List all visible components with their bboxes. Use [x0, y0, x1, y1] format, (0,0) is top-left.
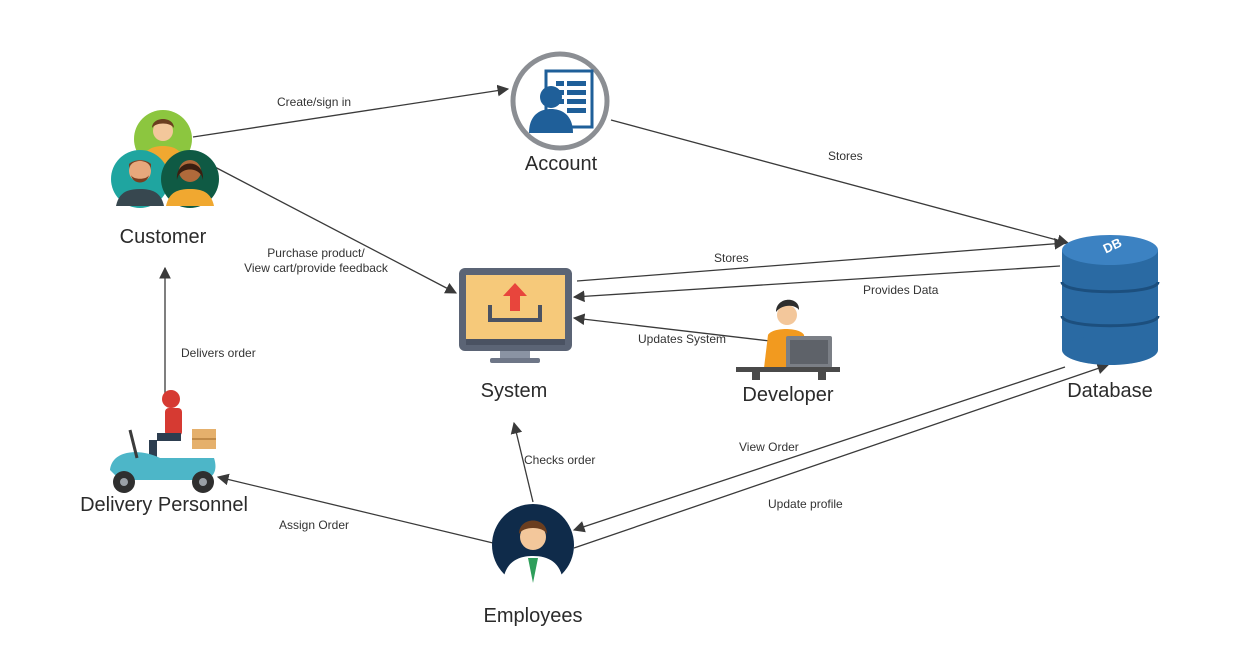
edge-label-purchase-line2: View cart/provide feedback [244, 261, 388, 275]
edge-updates-system [572, 313, 771, 342]
customer-node [111, 110, 219, 208]
edges [159, 84, 1110, 549]
employee-avatar-icon [492, 504, 574, 587]
edge-label-delivers-order: Delivers order [181, 346, 256, 360]
customer-group-icon [111, 110, 219, 208]
edge-account-stores [610, 119, 1070, 246]
edge-label-account-stores: Stores [828, 149, 863, 163]
database-cylinder-icon: DB [1060, 235, 1160, 365]
employees-node [492, 504, 574, 587]
edge-label-create-sign-in: Create/sign in [277, 95, 352, 109]
edge-view-order [572, 366, 1066, 533]
edge-update-profile [573, 362, 1110, 549]
delivery-personnel-label: Delivery Personnel [80, 494, 248, 516]
monitor-upload-icon [459, 268, 572, 363]
developer-node [736, 299, 840, 380]
edge-label-provides-data: Provides Data [863, 283, 939, 297]
delivery-scooter-icon [110, 390, 216, 493]
employees-label: Employees [483, 605, 583, 627]
account-form-icon [529, 69, 594, 133]
account-node [510, 51, 610, 151]
edge-label-checks-order: Checks order [524, 453, 596, 467]
edge-purchase-product [210, 164, 458, 294]
database-node: DB [1060, 235, 1160, 365]
developer-label: Developer [742, 384, 834, 406]
edge-label-updates-system: Updates System [638, 332, 727, 346]
edge-system-stores [576, 237, 1067, 282]
database-badge-text: DB [1101, 235, 1124, 257]
developer-at-desk-icon [736, 299, 840, 380]
edge-label-assign-order: Assign Order [279, 518, 350, 532]
system-node [459, 268, 572, 363]
edge-create-sign-in [192, 84, 510, 138]
edge-provides-data [572, 265, 1061, 303]
database-label: Database [1067, 380, 1153, 402]
edge-label-purchase-line1: Purchase product/ [267, 246, 365, 260]
edge-checks-order [510, 421, 534, 503]
edge-label-update-profile: Update profile [768, 497, 843, 511]
system-label: System [480, 380, 548, 402]
delivery-node [110, 390, 216, 493]
edge-assign-order [216, 473, 494, 544]
edge-label-system-stores: Stores [714, 251, 749, 265]
account-label: Account [524, 153, 598, 175]
edge-label-view-order: View Order [739, 440, 799, 454]
customer-label: Customer [119, 226, 207, 248]
